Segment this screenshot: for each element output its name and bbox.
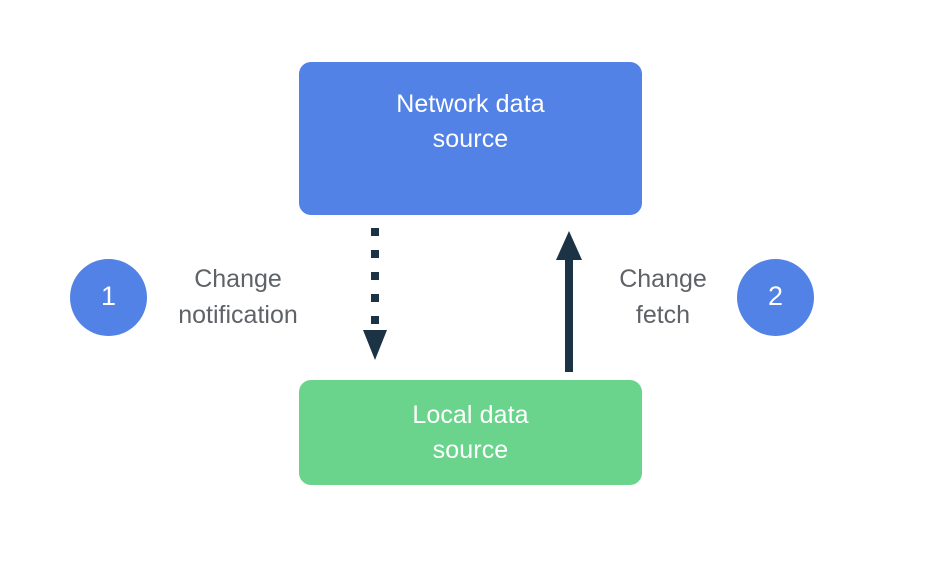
node-local-data-source-label: Local data source [412, 401, 529, 464]
node-local-data-source[interactable]: Local data source [299, 380, 642, 485]
dotted-segment [371, 250, 379, 258]
dotted-segment [371, 228, 379, 236]
dotted-segment [371, 272, 379, 280]
edge-label-change-fetch: Change fetch [619, 265, 707, 329]
step-badge-1-number: 1 [100, 281, 117, 311]
dotted-segment [371, 316, 379, 324]
dotted-segment [371, 294, 379, 302]
arrow-shaft [565, 256, 573, 372]
change-fetch-arrow [556, 231, 582, 372]
arrowhead-up-icon [556, 231, 582, 260]
node-network-data-source-label: Network data source [396, 90, 545, 153]
step-badge-2[interactable]: 2 [737, 259, 814, 336]
arrowhead-down-icon [363, 330, 387, 360]
step-badge-1[interactable]: 1 [70, 259, 147, 336]
change-notification-arrow [363, 228, 387, 360]
edge-label-change-notification: Change notification [178, 265, 298, 329]
node-network-data-source[interactable]: Network data source [299, 62, 642, 215]
step-badge-2-number: 2 [767, 281, 784, 311]
